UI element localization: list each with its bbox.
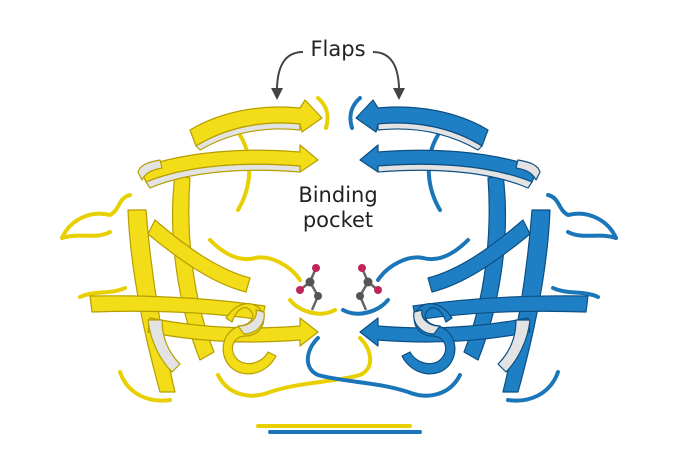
binding-pocket-label-line2: pocket: [303, 208, 373, 232]
arrowhead-left-icon: [271, 88, 283, 100]
arrowhead-right-icon: [393, 88, 405, 100]
binding-pocket-label-line1: Binding: [298, 183, 377, 207]
active-site-residue-left-icon: [296, 264, 322, 311]
blue-chain: [268, 96, 618, 434]
yellow-chain: [60, 96, 412, 428]
active-site-residue-right-icon: [356, 264, 382, 311]
flaps-label: Flaps: [310, 37, 365, 61]
